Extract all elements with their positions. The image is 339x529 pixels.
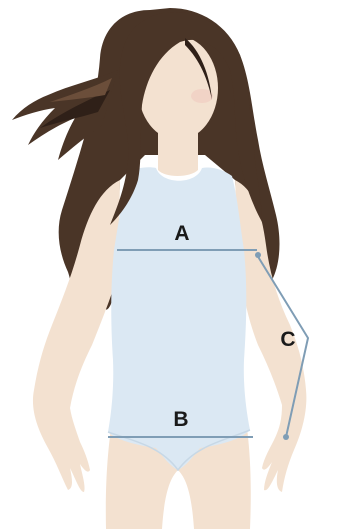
label-b: B	[173, 408, 188, 431]
measure-point-c-start	[255, 252, 261, 258]
label-c: C	[280, 328, 295, 351]
label-a: A	[174, 222, 189, 245]
measure-point-c-end	[283, 434, 289, 440]
